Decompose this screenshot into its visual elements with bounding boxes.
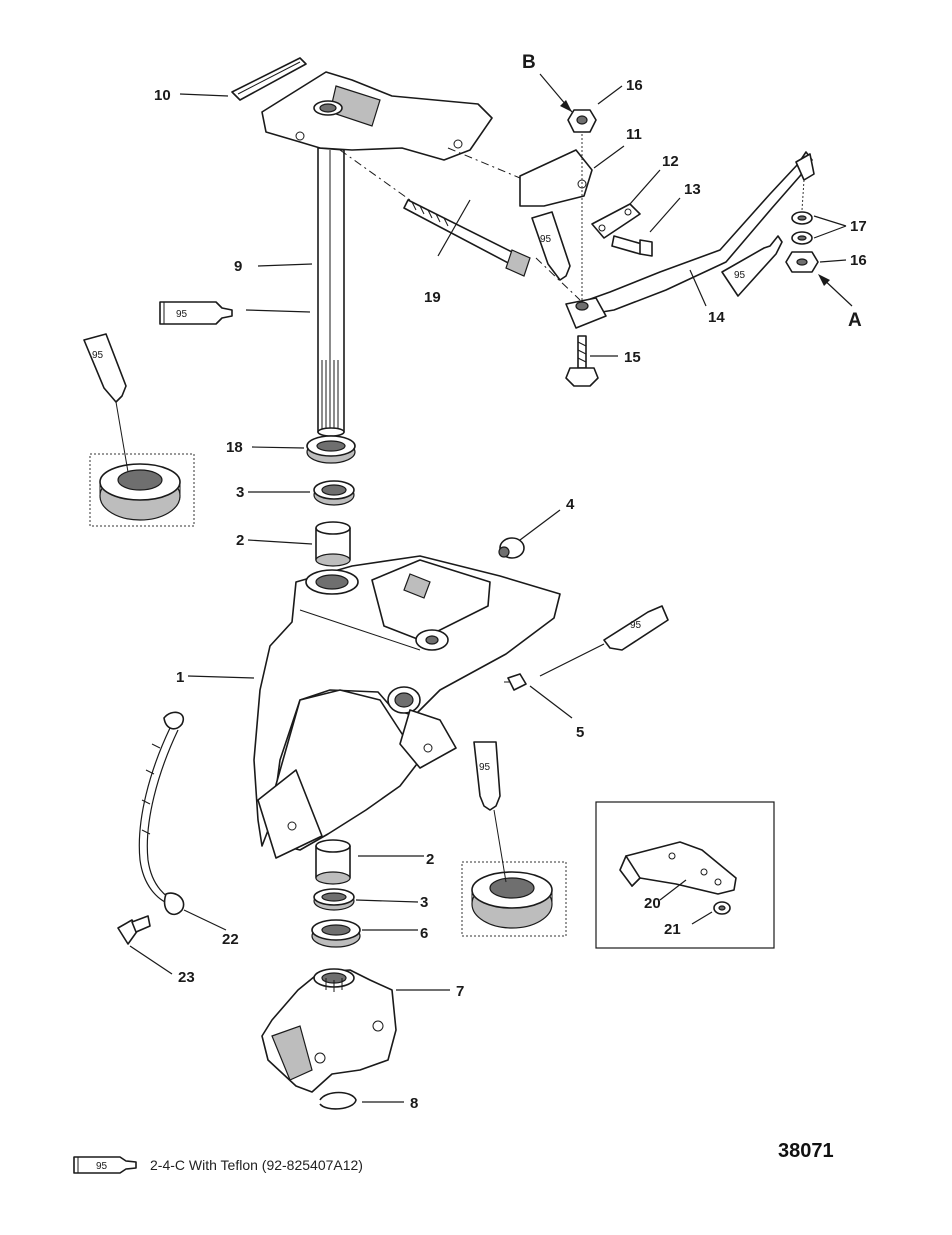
- seal-18: [306, 435, 356, 464]
- callout-23: 23: [178, 969, 195, 986]
- grease-tube-icon: 95: [721, 235, 783, 297]
- callout-12: 12: [662, 153, 679, 170]
- callout-17: 17: [850, 218, 867, 235]
- bolt-19: [403, 199, 531, 277]
- washer-3-upper: [313, 480, 355, 506]
- callout-7: 7: [456, 983, 464, 1000]
- callout-11: 11: [626, 126, 642, 143]
- svg-text:95: 95: [96, 1161, 108, 1172]
- view-letter-b: B: [522, 52, 536, 73]
- tube-to-detail-line: [493, 809, 507, 883]
- bushing-detail-right: [471, 871, 553, 929]
- callout-1: 1: [176, 669, 184, 686]
- bushing-detail-left: [99, 463, 181, 521]
- callout-4: 4: [566, 496, 575, 513]
- screw-13: [611, 235, 653, 257]
- callout-18: 18: [226, 439, 243, 456]
- link-12: [591, 203, 641, 239]
- grease-tube-icon: 95: [83, 333, 127, 403]
- callout-15: 15: [624, 349, 641, 366]
- callout-6: 6: [420, 925, 428, 942]
- assembly-line: [801, 179, 805, 211]
- callout-21: 21: [664, 921, 681, 938]
- detail-box-20-21: [595, 801, 775, 949]
- tube-to-detail-line: [115, 401, 129, 473]
- plate-20: [619, 841, 737, 895]
- bushing-4: [498, 537, 525, 559]
- swivel-bracket-1: [253, 555, 561, 859]
- grease-tube-icon: 95: [531, 211, 571, 281]
- assembly-line: [339, 149, 411, 201]
- callout-20: 20: [644, 895, 661, 912]
- bushing-2-upper: [315, 521, 351, 567]
- clip-part-10: [231, 57, 307, 101]
- callout-5: 5: [576, 724, 584, 741]
- svg-text:95: 95: [479, 762, 491, 773]
- bolt-15: [565, 335, 599, 387]
- assembly-line: [535, 257, 581, 301]
- seal-6: [311, 919, 361, 948]
- detail-inset-box: [89, 453, 195, 527]
- callout-22: 22: [222, 931, 239, 948]
- steering-yoke-7: [261, 968, 397, 1093]
- callout-2: 2: [236, 532, 244, 549]
- ground-strap-22: [138, 711, 185, 916]
- callout-labels: 10 9 18 3 2 4 1 5 2 3 6 7 8 22 23 19 16 …: [154, 52, 867, 1112]
- assembly-line: [447, 147, 521, 179]
- view-arrow-a: [818, 274, 853, 307]
- figure-number: 38071: [778, 1140, 834, 1162]
- view-letter-a: A: [848, 310, 862, 331]
- bracket-11: [519, 149, 593, 207]
- callout-9: 9: [234, 258, 242, 275]
- callout-8: 8: [410, 1095, 418, 1112]
- leader-lines: [129, 85, 847, 1103]
- steering-shaft-9: [317, 147, 345, 437]
- svg-text:95: 95: [92, 350, 104, 361]
- grease-fitting-5: [504, 673, 527, 691]
- nut-16-top: [567, 109, 597, 133]
- callout-3: 3: [420, 894, 428, 911]
- svg-text:95: 95: [630, 620, 642, 631]
- view-arrow-b: [539, 73, 573, 113]
- screw-23: [117, 915, 151, 945]
- callout-16: 16: [626, 77, 643, 94]
- svg-text:95: 95: [540, 234, 552, 245]
- detail-inset-box: [461, 861, 567, 937]
- nut-21: [713, 901, 731, 915]
- grease-tube-icon: 95: [159, 301, 233, 325]
- legend-text: 2-4-C With Teflon (92-825407A12): [150, 1157, 363, 1173]
- callout-16: 16: [850, 252, 867, 269]
- callout-13: 13: [684, 181, 701, 198]
- callout-14: 14: [708, 309, 725, 326]
- steering-arm-bracket: [261, 71, 493, 161]
- callout-10: 10: [154, 87, 171, 104]
- callout-19: 19: [424, 289, 441, 306]
- svg-text:95: 95: [176, 309, 188, 320]
- grease-tube-icon: 95: [603, 605, 669, 651]
- callout-3: 3: [236, 484, 244, 501]
- washers-17: [791, 211, 813, 245]
- steering-link-rod-14: [565, 151, 815, 329]
- nut-16-lower: [785, 251, 819, 273]
- bushing-2-lower: [315, 839, 351, 885]
- grease-tube-icon: 95: [473, 741, 501, 811]
- legend-grease-tube-icon: 95: [73, 1156, 137, 1174]
- washer-3-lower: [313, 888, 355, 911]
- svg-text:95: 95: [734, 270, 746, 281]
- retaining-ring-8: [319, 1091, 357, 1110]
- callout-2: 2: [426, 851, 434, 868]
